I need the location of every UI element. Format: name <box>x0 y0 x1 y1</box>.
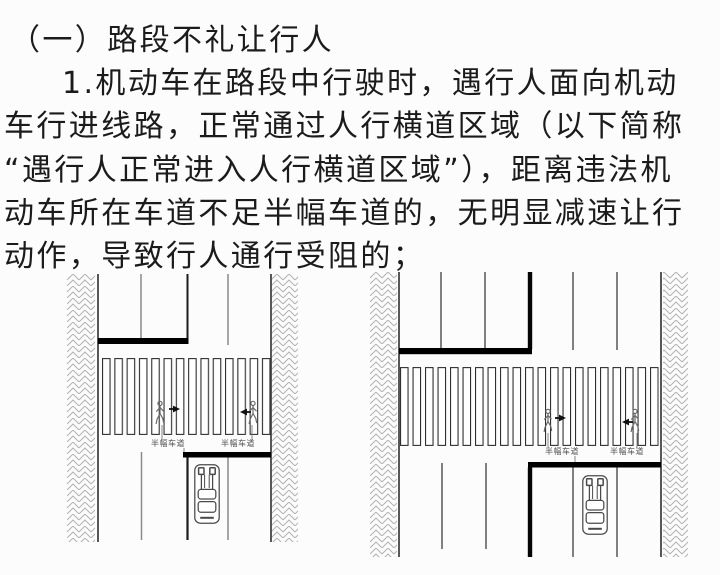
stop-line-upper <box>399 348 532 355</box>
regulation-text: （一）路段不礼让行人 1.机动车在路段中行驶时，遇行人面向机动 车行进线路，正常… <box>4 19 718 278</box>
car-icon <box>581 474 609 536</box>
stop-line-upper <box>98 338 189 344</box>
section-heading: （一）路段不礼让行人 <box>10 23 334 58</box>
crosswalk-zebra <box>400 367 659 446</box>
paragraph-line-4: 动车所在车道不足半幅车道的，无明显减速让行 <box>4 195 685 231</box>
road-edge-lines <box>97 274 272 542</box>
paragraph-line-5: 动作，导致行人通行受阻的； <box>4 238 426 274</box>
sidewalk-hatch-right <box>663 272 688 557</box>
sidewalk-hatch-right <box>272 274 298 542</box>
stop-line-lower <box>183 452 271 458</box>
half-lane-label-2: 半幅车道 <box>221 438 255 448</box>
lane-lines-upper <box>440 272 618 350</box>
crosswalk-zebra <box>102 358 271 435</box>
sidewalk-hatch-left <box>370 272 397 557</box>
road-edge-lines <box>398 272 662 557</box>
half-lane-label-1: 半幅车道 <box>151 438 185 448</box>
half-lane-label-2: 半幅车道 <box>610 446 644 456</box>
stop-line-lower <box>528 462 661 468</box>
lane-lines-lower <box>140 452 229 540</box>
sidewalk-hatch-left <box>67 274 95 542</box>
road-diagram-right: 半幅车道 半幅车道 <box>370 272 688 557</box>
paragraph-line-1: 1.机动车在路段中行驶时，遇行人面向机动 <box>62 66 679 102</box>
lane-lines-upper <box>140 274 229 345</box>
lane-lines-lower <box>441 463 618 557</box>
half-lane-label-1: 半幅车道 <box>545 446 579 456</box>
car-icon <box>193 463 221 525</box>
half-lane-leader-lines <box>547 433 638 462</box>
paragraph-line-2: 车行进线路，正常通过人行横道区域（以下简称 <box>4 109 685 145</box>
paragraph-line-3: “遇行人正常进入人行横道区域”），距离违法机 <box>4 152 673 188</box>
road-diagram-left: 半幅车道 半幅车道 <box>67 274 298 542</box>
